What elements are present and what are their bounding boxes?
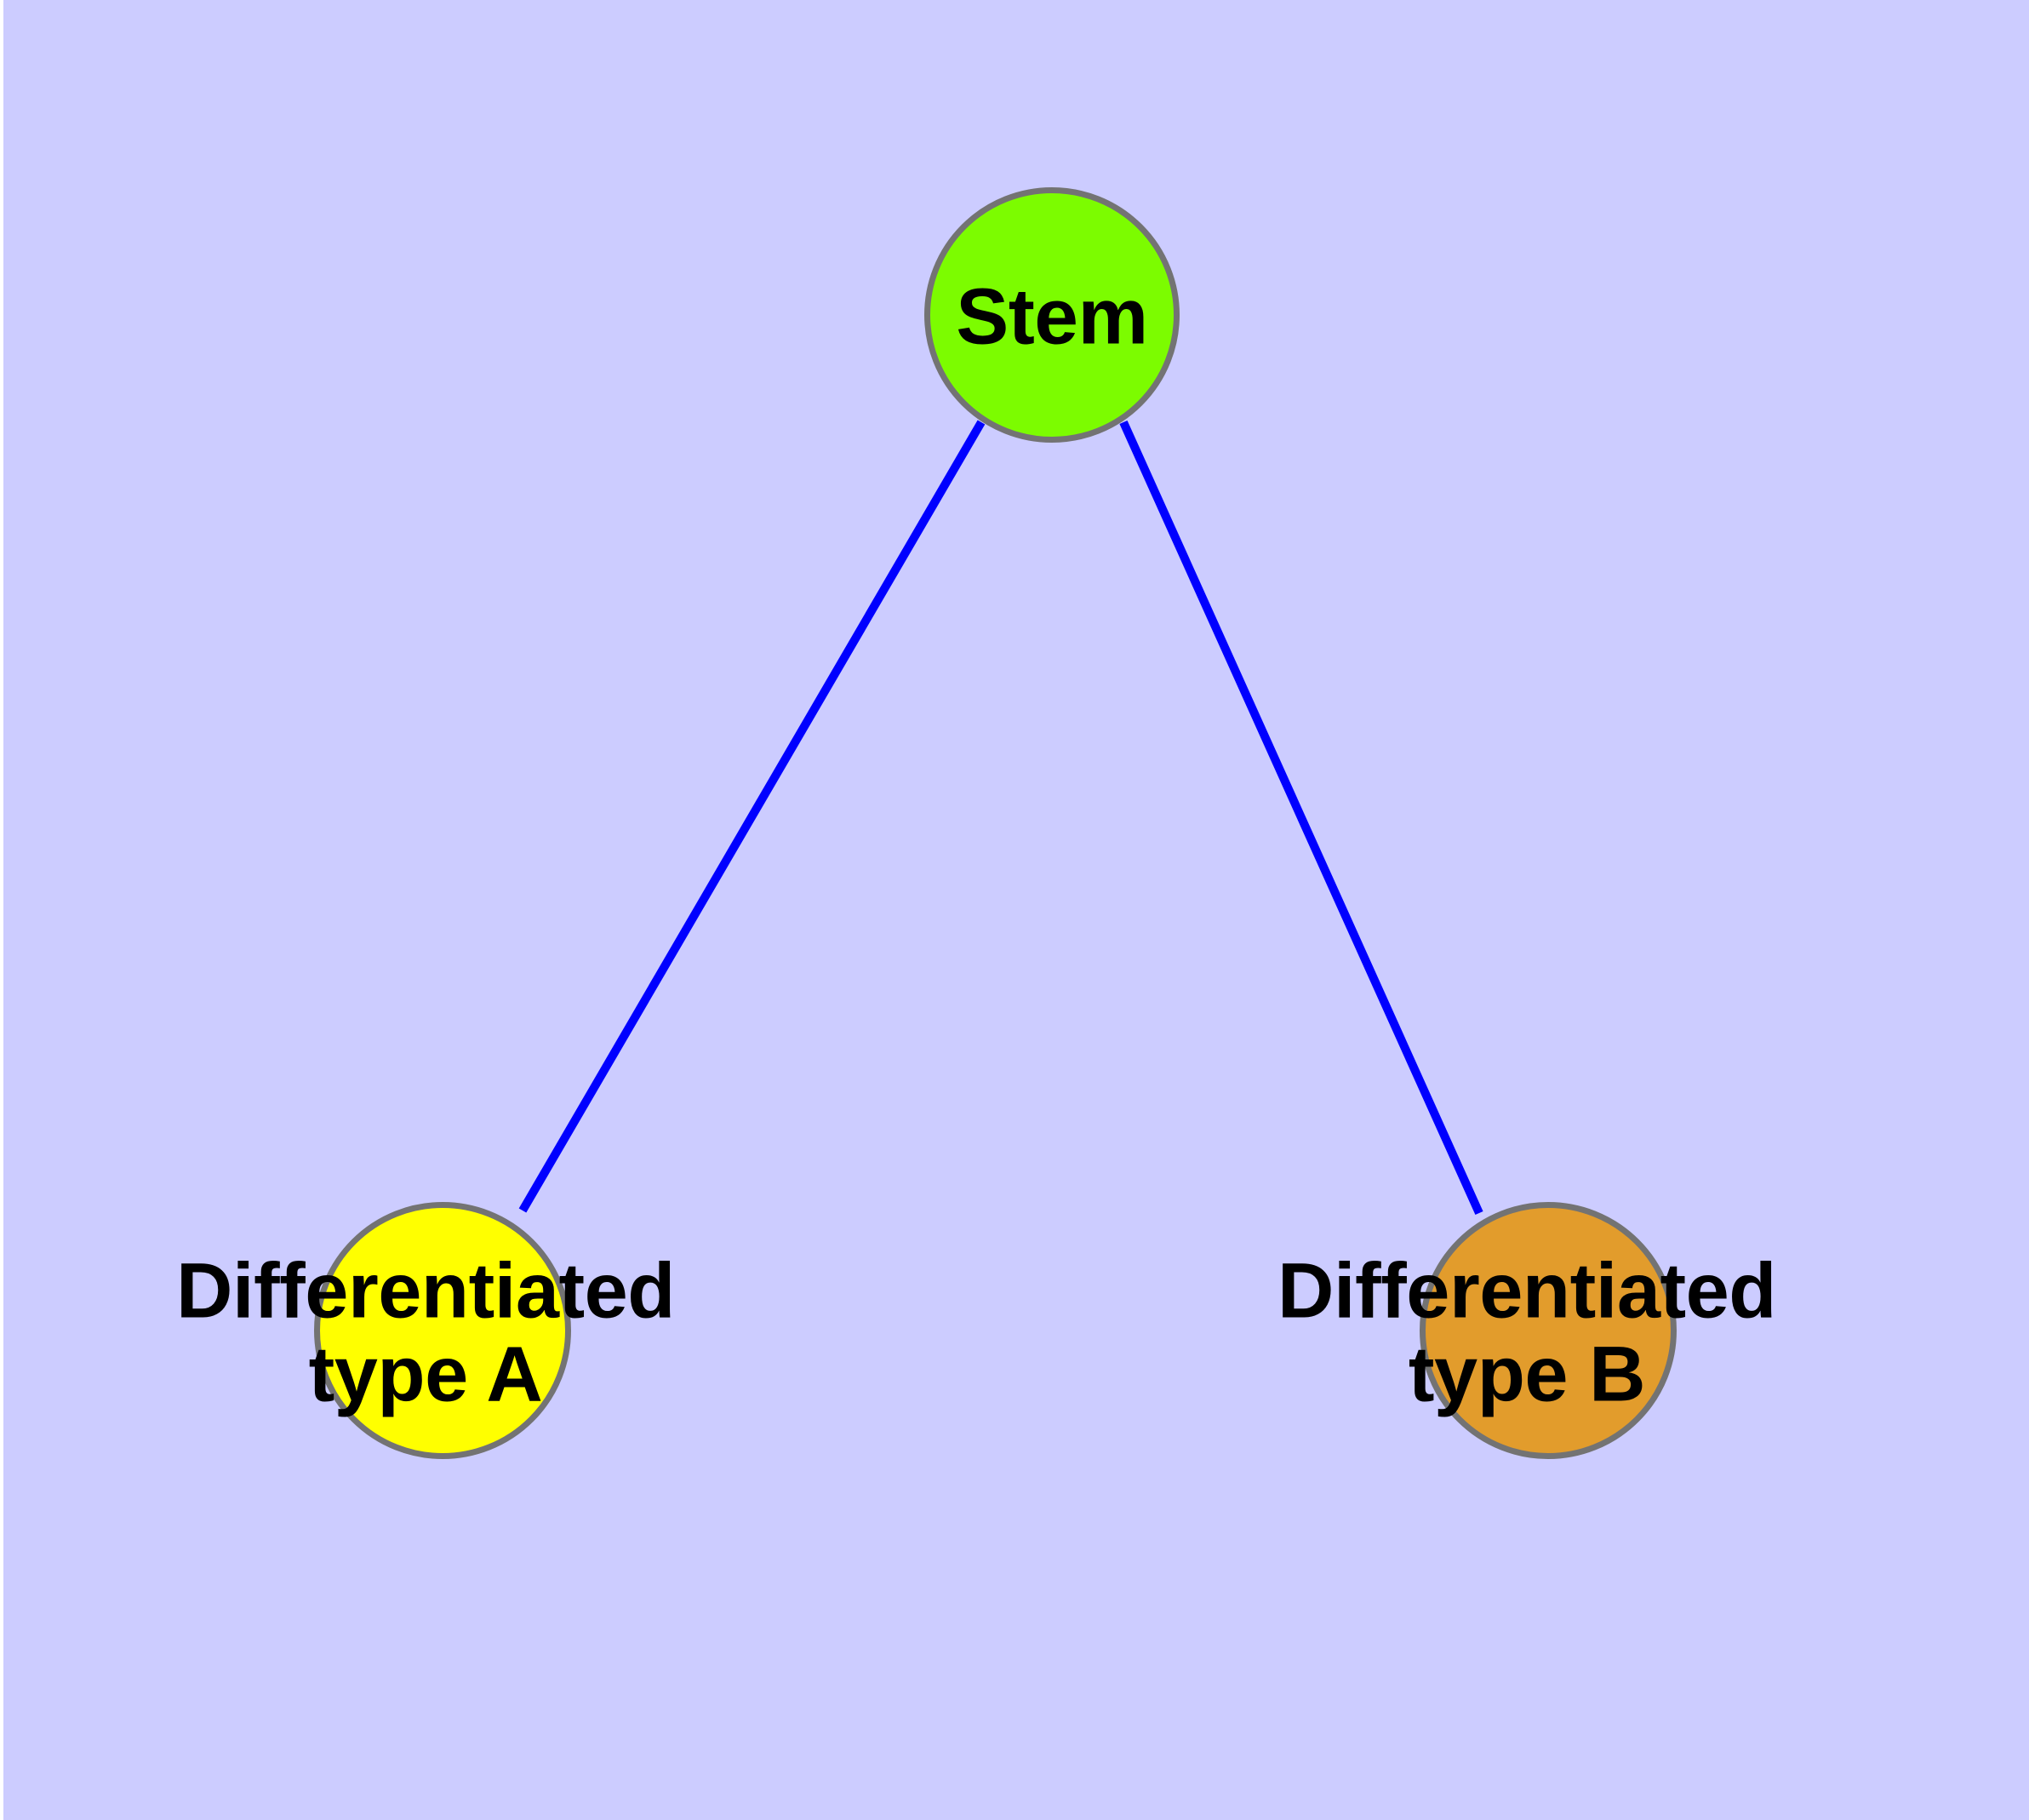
node-stem[interactable] [924, 187, 1180, 443]
edge-layer [518, 420, 1483, 1216]
node-layer [314, 187, 1677, 1459]
node-differentiated-type-a[interactable] [314, 1202, 571, 1459]
edge-stem-to-differentiated-type-a[interactable] [518, 420, 986, 1213]
node-differentiated-type-b[interactable] [1420, 1202, 1677, 1459]
edge-stem-to-differentiated-type-b[interactable] [1119, 420, 1483, 1216]
